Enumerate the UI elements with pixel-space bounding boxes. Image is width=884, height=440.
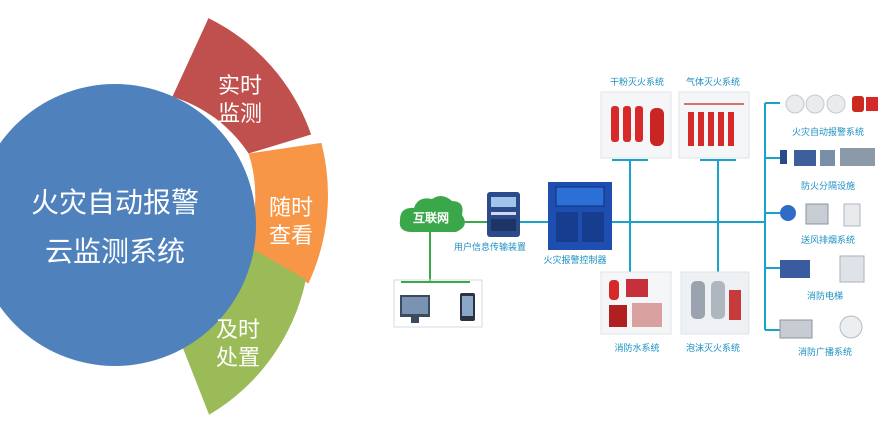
segment-realtime-line1: 实时 (218, 74, 262, 99)
device-label-2: 送风排烟系统 (801, 234, 855, 246)
wheel-title-line1: 火灾自动报警 (31, 186, 199, 219)
device-fire-separation: 防火分隔设施 (780, 148, 875, 192)
water-label: 消防水系统 (614, 342, 659, 354)
monitor-icon (400, 295, 430, 323)
fire-alarm-controller: 火灾报警控制器 (543, 182, 612, 266)
subsystem-dry-powder: 干粉灭火系统 (600, 76, 672, 159)
subsystem-foam: 泡沫灭火系统 (680, 271, 750, 354)
user-info-transmitter: 用户信息传输装置 (454, 192, 526, 253)
network-diagram: 互联网 用户信息传输装置 火灾报警控制器 (393, 76, 878, 358)
segment-realtime-line2: 监测 (218, 102, 262, 127)
device-fire-elevator: 消防电梯 (780, 255, 865, 302)
device-fire-broadcast: 消防广播系统 (779, 315, 863, 358)
wheel-title-line2: 云监测系统 (45, 235, 185, 268)
feature-wheel: 火灾自动报警 云监测系统 实时 监测 随时 查看 及时 处置 (0, 18, 328, 415)
foam-label: 泡沫灭火系统 (686, 342, 740, 354)
subsystem-water: 消防水系统 (600, 271, 672, 354)
device-label-3: 消防电梯 (807, 290, 843, 302)
terminal-frame (393, 279, 483, 328)
phone-icon (460, 293, 475, 321)
device-ventilation: 送风排烟系统 (780, 203, 861, 246)
segment-anytime-line1: 随时 (269, 196, 313, 221)
dry-powder-label: 干粉灭火系统 (610, 76, 664, 88)
gas-label: 气体灭火系统 (686, 76, 740, 88)
segment-timely-handling (178, 245, 306, 415)
subsystem-gas: 气体灭火系统 (678, 76, 750, 159)
controller-label: 火灾报警控制器 (543, 254, 606, 266)
device-label-0: 火灾自动报警系统 (792, 126, 864, 138)
device-fire-alarm: 火灾自动报警系统 (785, 94, 878, 138)
segment-anytime-view (246, 142, 328, 284)
segment-realtime-monitoring (172, 18, 312, 154)
internet-cloud: 互联网 (399, 195, 465, 232)
segment-anytime-line2: 查看 (269, 224, 313, 249)
segment-timely-line1: 及时 (216, 318, 260, 343)
segment-timely-line2: 处置 (216, 346, 260, 371)
wheel-center-circle (0, 84, 256, 366)
device-label-1: 防火分隔设施 (801, 180, 855, 192)
device-label-4: 消防广播系统 (798, 346, 852, 358)
cloud-label: 互联网 (413, 211, 449, 225)
transmitter-label: 用户信息传输装置 (454, 241, 526, 253)
